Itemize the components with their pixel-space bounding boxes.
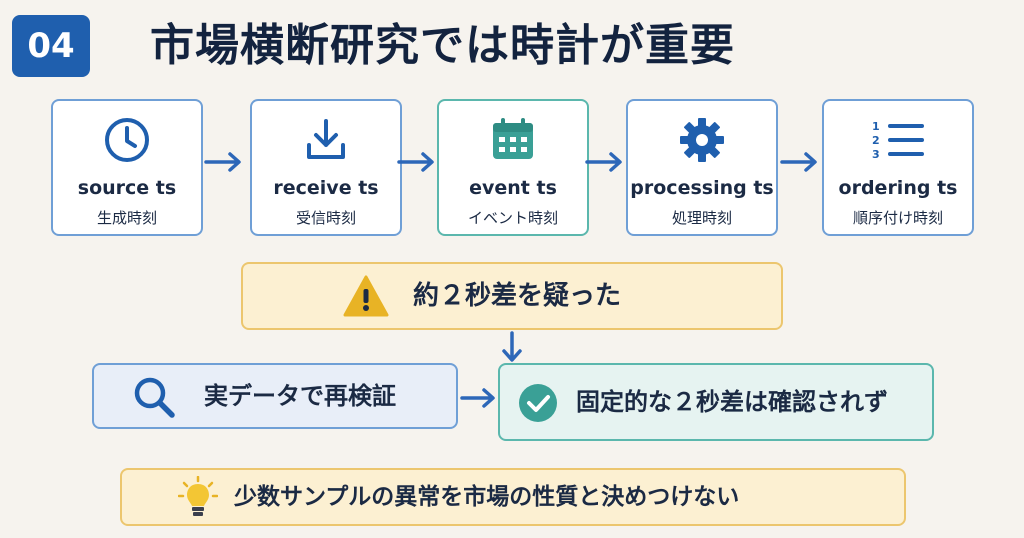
- ts-box-receive: receive ts 受信時刻: [250, 99, 402, 236]
- ts-label-en: event ts: [469, 177, 557, 199]
- ts-box-source: source ts 生成時刻: [51, 99, 203, 236]
- ts-label-en: processing ts: [630, 177, 774, 199]
- arrow-down-icon: [502, 331, 522, 362]
- clock-icon: [53, 115, 201, 165]
- arrow-right-icon: [397, 152, 434, 172]
- svg-text:3: 3: [872, 148, 880, 161]
- ts-label-ja: 受信時刻: [295, 209, 356, 227]
- ts-box-event: event ts イベント時刻: [437, 99, 589, 236]
- lesson-box: 少数サンプルの異常を市場の性質と決めつけない: [120, 468, 906, 526]
- calendar-icon: [439, 115, 587, 165]
- recheck-box: 実データで再検証: [92, 363, 458, 429]
- ts-label-ja: 生成時刻: [96, 209, 157, 227]
- warning-icon: [343, 274, 389, 322]
- ts-box-processing: processing ts 処理時刻: [626, 99, 778, 236]
- ts-label-en: receive ts: [273, 177, 379, 199]
- lightbulb-icon: [177, 475, 219, 524]
- gear-icon: [628, 115, 776, 165]
- lesson-text: 少数サンプルの異常を市場の性質と決めつけない: [234, 484, 740, 510]
- arrow-right-icon: [780, 152, 817, 172]
- arrow-right-icon: [585, 152, 622, 172]
- result-box: 固定的な２秒差は確認されず: [498, 363, 934, 441]
- ts-label-ja: イベント時刻: [467, 209, 558, 227]
- section-number-badge: 04: [12, 15, 90, 77]
- result-text: 固定的な２秒差は確認されず: [576, 388, 888, 416]
- hypothesis-box: 約２秒差を疑った: [241, 262, 783, 330]
- svg-text:1: 1: [872, 120, 880, 133]
- search-icon: [132, 375, 176, 423]
- recheck-text: 実データで再検証: [204, 382, 396, 410]
- ts-label-en: source ts: [77, 177, 177, 199]
- ts-label-en: ordering ts: [838, 177, 958, 199]
- download-icon: [252, 115, 400, 165]
- arrow-right-icon: [460, 388, 495, 408]
- svg-text:2: 2: [872, 134, 880, 147]
- ts-label-ja: 処理時刻: [671, 209, 732, 227]
- arrow-right-icon: [204, 152, 241, 172]
- page-title: 市場横断研究では時計が重要: [150, 20, 735, 71]
- ts-label-ja: 順序付け時刻: [852, 209, 943, 227]
- check-circle-icon: [518, 383, 558, 427]
- hypothesis-text: 約２秒差を疑った: [413, 281, 622, 311]
